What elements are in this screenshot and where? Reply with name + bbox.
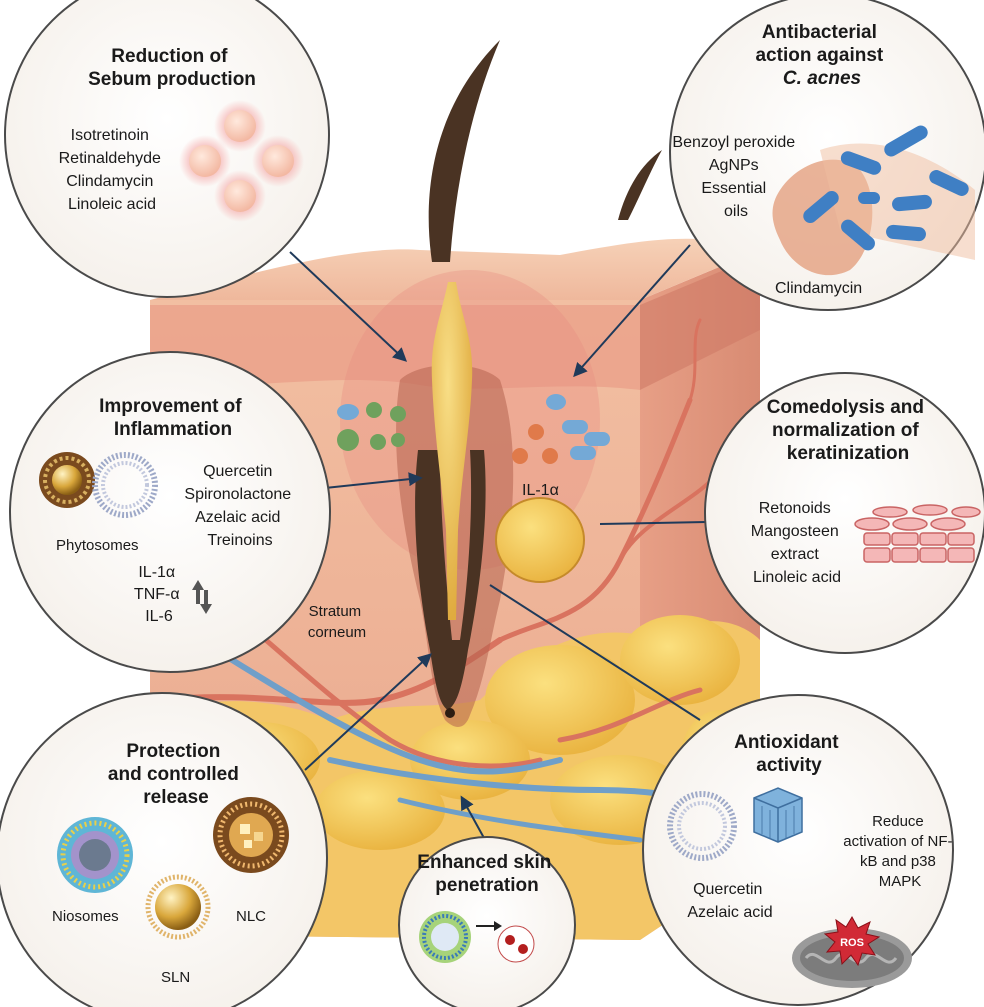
antibacterial-clindamycin: Clindamycin — [775, 280, 862, 297]
panel-inflammation: Improvement of Inflammation Phytosomes Q… — [10, 352, 330, 672]
il1a-label-skin: IL-1α — [522, 482, 559, 499]
sebaceous-gland — [496, 498, 584, 582]
panel-protection: Protection and controlled release Niosom… — [0, 693, 327, 1007]
comedolysis-title: Comedolysis and normalization of keratin… — [767, 397, 930, 464]
phytosomes-label: Phytosomes — [56, 537, 139, 554]
sln-label: SLN — [161, 969, 190, 986]
keratinocyte-layers-icon — [855, 505, 980, 562]
drug-particles-icon — [498, 926, 534, 962]
panel-antibacterial: Antibacterial action against C. acnes Be… — [670, 0, 984, 310]
niosome-icon — [57, 817, 133, 893]
niosomes-label: Niosomes — [52, 908, 119, 925]
panel-comedolysis: Comedolysis and normalization of keratin… — [705, 373, 984, 653]
nlc-label: NLC — [236, 908, 266, 925]
panel-sebum-reduction: Reduction of Sebum production Isotretino… — [5, 0, 329, 297]
hair-shaft-secondary — [618, 150, 662, 220]
nanocrystal-cube-icon — [754, 788, 802, 842]
phytosome-icon — [39, 452, 95, 508]
panel-penetration: Enhanced skin penetration — [399, 837, 575, 1007]
nlc-icon — [213, 797, 289, 873]
hair-shaft-main — [429, 40, 500, 262]
vesicle-icon — [419, 911, 471, 963]
ros-label: ROS — [840, 937, 864, 949]
panel-antioxidant: Antioxidant activity Quercetin Azelaic a… — [643, 695, 957, 1005]
